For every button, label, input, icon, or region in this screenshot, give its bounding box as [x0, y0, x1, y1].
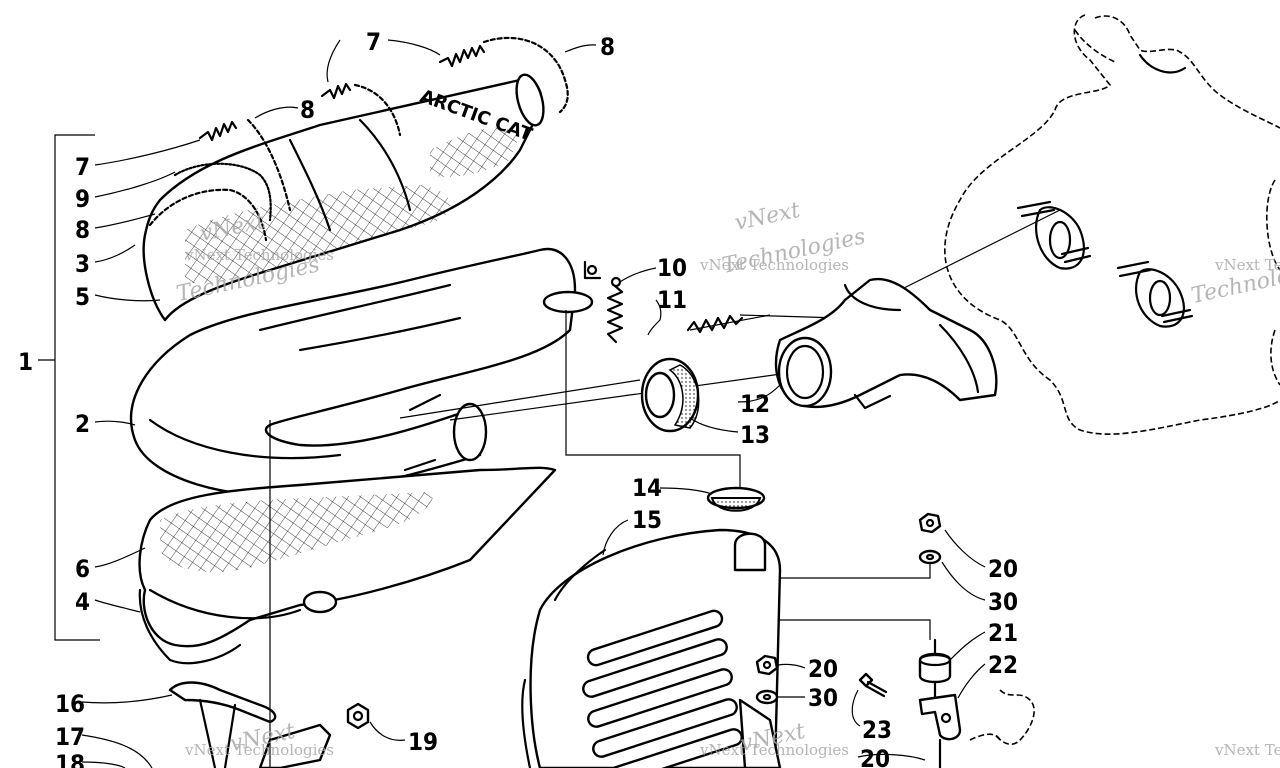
muffler-ribs — [582, 609, 743, 768]
callout-6: 6 — [75, 555, 90, 583]
callout-20: 20 — [808, 655, 838, 683]
callout-21: 21 — [988, 619, 1018, 647]
spring-9 — [173, 162, 272, 222]
mount-bracket-16 — [168, 681, 277, 768]
engine-flange-left — [1016, 200, 1092, 270]
assembly-bracket-1 — [38, 134, 100, 641]
expansion-chamber — [129, 247, 594, 497]
callout-8: 8 — [300, 96, 315, 124]
callout-18: 18 — [55, 750, 85, 768]
watermark-text: vNext Technologies — [699, 741, 849, 759]
nut-20-mid — [755, 654, 779, 676]
callout-11: 11 — [657, 286, 687, 314]
callout-2: 2 — [75, 410, 90, 438]
callout-7: 7 — [75, 153, 90, 181]
callout-30: 30 — [808, 684, 838, 712]
callout-15: 15 — [632, 506, 662, 534]
rubber-mount-21 — [918, 638, 952, 702]
watermark-text: vNext Technologies — [1214, 256, 1280, 274]
cable-8-left — [148, 83, 402, 242]
watermark-text: vNext Technologies — [1214, 741, 1280, 759]
bracket-lower — [258, 723, 332, 768]
callout-10: 10 — [657, 254, 687, 282]
callout-9: 9 — [75, 185, 90, 213]
heat-shield-top: ARCTIC CAT — [142, 73, 545, 322]
watermark-text: vNext Technologies — [184, 741, 334, 759]
callout-14: 14 — [632, 474, 662, 502]
seal-ring-13 — [640, 357, 700, 433]
cable-8-top — [482, 36, 569, 114]
spring-hook — [583, 260, 602, 280]
callout-20: 20 — [988, 555, 1018, 583]
watermark-text: vNext Technologies — [699, 256, 849, 274]
callout-19: 19 — [408, 728, 438, 756]
callout-13: 13 — [740, 421, 770, 449]
engine-flange-right — [1116, 260, 1194, 328]
washer-30-mid — [755, 689, 779, 705]
bolt-23 — [858, 672, 888, 698]
callout-1: 1 — [18, 348, 33, 376]
heat-shield-lower — [138, 466, 557, 665]
nut-20-top — [918, 512, 942, 534]
callout-7: 7 — [366, 28, 381, 56]
washer-30-top — [918, 549, 942, 565]
callout-8: 8 — [600, 33, 615, 61]
spring-7-top — [438, 44, 486, 68]
spring-7-left — [198, 82, 352, 142]
engine-outline — [899, 14, 1280, 435]
grommet-14 — [706, 486, 766, 512]
callout-leaders — [81, 39, 986, 768]
spring-11 — [686, 314, 744, 334]
chassis-edge — [969, 689, 1035, 745]
watermark-text: vNext Technologies — [184, 246, 334, 264]
callout-4: 4 — [75, 588, 90, 616]
callout-30: 30 — [988, 588, 1018, 616]
callout-23: 23 — [862, 716, 892, 744]
spring-10 — [606, 276, 624, 344]
callout-5: 5 — [75, 283, 90, 311]
callout-17: 17 — [55, 723, 85, 751]
callout-12: 12 — [740, 390, 770, 418]
bracket-22 — [918, 693, 962, 768]
callout-3: 3 — [75, 250, 90, 278]
callout-22: 22 — [988, 651, 1018, 679]
callout-8: 8 — [75, 216, 90, 244]
muffler-15 — [521, 528, 782, 768]
watermark-text: vNext — [733, 198, 803, 236]
bolt-19 — [346, 702, 370, 730]
callout-20: 20 — [860, 745, 890, 768]
y-manifold-12 — [774, 277, 998, 410]
callout-16: 16 — [55, 690, 85, 718]
callout-labels: 1 2 3 4 5 6 7 7 8 8 8 9 10 11 12 13 14 1… — [18, 28, 1018, 768]
